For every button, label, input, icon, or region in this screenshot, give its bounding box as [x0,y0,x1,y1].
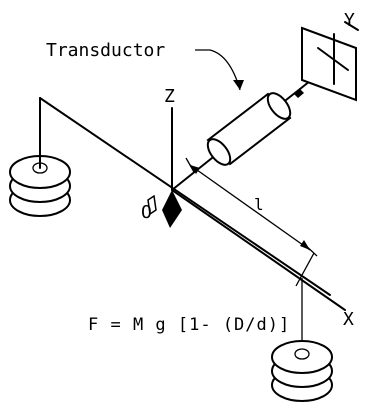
x-axis-label: X [343,309,354,330]
left-weight-stack-icon [9,97,71,217]
origin-label: O [141,202,152,223]
transductor-label: Transductor [46,40,165,61]
x-axis-line [171,189,346,311]
transductor-arrowhead [233,80,244,90]
length-dimension [185,157,318,287]
beam-line [39,97,331,296]
length-label: l [254,195,264,214]
transducer-icon [171,52,346,191]
z-axis-label: Z [164,86,175,107]
y-axis-label: Y [344,10,355,31]
right-weight-stack-icon [271,340,333,402]
transductor-leader-line [195,49,241,91]
knife-edge-icon [147,190,182,228]
formula-text: F = M g [1- (D/d)] [88,315,290,335]
mirror-target-icon [301,21,359,102]
